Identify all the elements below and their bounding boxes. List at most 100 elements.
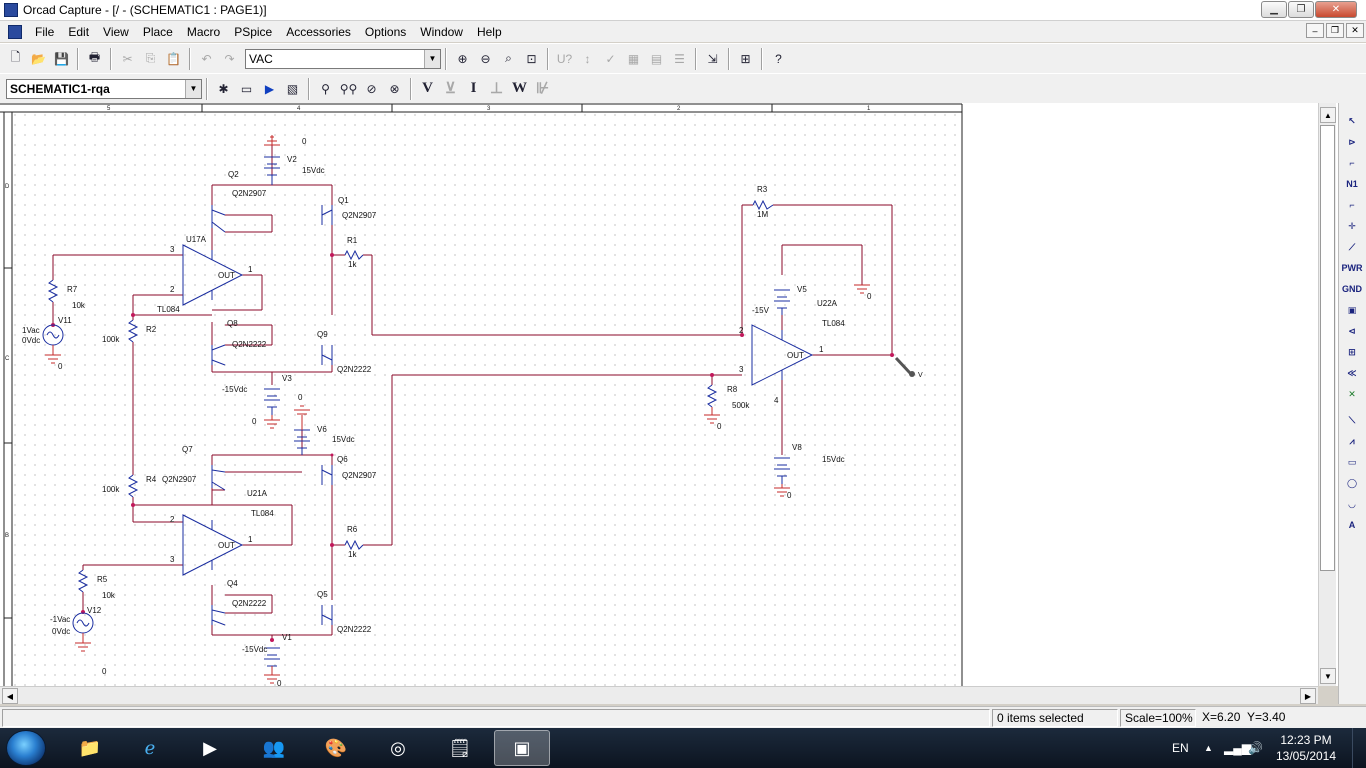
- place-wire-icon[interactable]: ⌐: [1349, 158, 1355, 168]
- sticky-notes-icon[interactable]: 🗒: [448, 737, 472, 758]
- schematic-canvas[interactable]: 5 4 3 2 1 D C B: [0, 103, 1338, 686]
- chevron-down-icon[interactable]: ▼: [424, 49, 440, 68]
- scroll-down-icon[interactable]: ▼: [1320, 668, 1336, 684]
- paste-icon[interactable]: 📋: [166, 51, 181, 66]
- menu-macro[interactable]: Macro: [186, 24, 221, 39]
- restore-button[interactable]: ❐: [1288, 1, 1314, 18]
- menu-edit[interactable]: Edit: [68, 24, 90, 39]
- system-clock[interactable]: 12:23 PM 13/05/2014: [1274, 732, 1338, 764]
- project-manager-icon[interactable]: ⊞: [740, 51, 751, 66]
- zoom-area-icon[interactable]: ⌕: [505, 51, 512, 65]
- copy-icon[interactable]: ⎘: [145, 51, 156, 65]
- place-no-connect-icon[interactable]: ✕: [1348, 388, 1356, 399]
- network-signal-icon[interactable]: ▂▄▆: [1224, 741, 1251, 755]
- menu-accessories[interactable]: Accessories: [286, 24, 351, 39]
- toggle-voltage-display-icon[interactable]: ⊻: [445, 81, 456, 97]
- edit-simulation-settings-icon[interactable]: ▭: [240, 81, 253, 96]
- document-icon[interactable]: [8, 24, 22, 39]
- language-indicator[interactable]: EN: [1172, 741, 1189, 755]
- close-button[interactable]: ✕: [1315, 1, 1357, 18]
- place-power-icon[interactable]: PWR: [1341, 263, 1363, 273]
- place-pin-icon[interactable]: ⊞: [1348, 346, 1356, 357]
- start-button[interactable]: [6, 730, 46, 766]
- new-simulation-profile-icon[interactable]: ✱: [218, 81, 229, 96]
- annotate-icon[interactable]: U?: [556, 51, 573, 66]
- media-player-icon[interactable]: ▶: [203, 737, 217, 758]
- doc-restore-button[interactable]: ❐: [1326, 23, 1344, 38]
- new-file-icon[interactable]: 🗋: [10, 50, 21, 64]
- menu-view[interactable]: View: [103, 24, 129, 39]
- place-ground-icon[interactable]: GND: [1342, 284, 1362, 294]
- toggle-power-display-icon[interactable]: ⊮: [535, 81, 550, 97]
- simulation-profile-combo[interactable]: SCHEMATIC1-rqa ▼: [6, 78, 202, 99]
- voltage-probe-marker[interactable]: [894, 356, 915, 377]
- place-junction-icon[interactable]: ✛: [1348, 220, 1356, 231]
- part-name-combo[interactable]: VAC ▼: [245, 48, 441, 69]
- place-polyline-icon[interactable]: ⩘: [1349, 435, 1355, 446]
- place-arc-icon[interactable]: ◡: [1348, 498, 1356, 509]
- orcad-app-icon[interactable]: [4, 3, 18, 17]
- menu-pspice[interactable]: PSpice: [234, 24, 273, 39]
- menu-window[interactable]: Window: [420, 24, 463, 39]
- drc-icon[interactable]: ✓: [605, 51, 616, 66]
- place-net-alias-icon[interactable]: N1: [1346, 179, 1358, 189]
- voltage-level-icon[interactable]: ⚲: [321, 81, 330, 96]
- select-tool-icon[interactable]: ↖: [1348, 115, 1356, 126]
- zoom-out-icon[interactable]: ⊖: [480, 51, 491, 66]
- menu-options[interactable]: Options: [364, 24, 407, 39]
- minimize-button[interactable]: ▁: [1261, 1, 1287, 18]
- vertical-scrollbar[interactable]: ▲ ▼: [1318, 103, 1336, 686]
- scroll-up-icon[interactable]: ▲: [1320, 107, 1336, 123]
- place-part-icon[interactable]: ⊳: [1348, 136, 1356, 147]
- save-icon[interactable]: 💾: [54, 51, 69, 66]
- place-ellipse-icon[interactable]: ◯: [1346, 477, 1358, 488]
- doc-minimize-button[interactable]: –: [1306, 23, 1324, 38]
- menu-help[interactable]: Help: [476, 24, 502, 39]
- chrome-icon[interactable]: ◎: [390, 737, 406, 758]
- zoom-in-icon[interactable]: ⊕: [457, 51, 468, 66]
- current-into-pin-icon[interactable]: ⊘: [366, 81, 377, 96]
- print-icon[interactable]: 🖶: [88, 50, 101, 64]
- internet-explorer-icon[interactable]: ℯ: [144, 737, 156, 758]
- messenger-icon[interactable]: 👥: [262, 737, 286, 758]
- place-off-page-connector-icon[interactable]: ≪: [1347, 367, 1357, 378]
- undo-icon[interactable]: ↶: [201, 51, 212, 66]
- show-desktop-button[interactable]: [1352, 728, 1366, 768]
- place-bus-icon[interactable]: ⌐: [1349, 200, 1355, 210]
- toggle-current-display-icon[interactable]: ⊥: [489, 81, 504, 97]
- power-dissipation-icon[interactable]: ⊗: [389, 81, 400, 96]
- vertical-scroll-thumb[interactable]: [1320, 125, 1335, 571]
- orcad-capture-taskbar-icon[interactable]: ▣: [494, 730, 550, 766]
- netlist-icon[interactable]: ▦: [627, 51, 640, 66]
- place-hierarchical-block-icon[interactable]: ▣: [1347, 304, 1357, 315]
- menu-file[interactable]: File: [35, 24, 55, 39]
- place-line-icon[interactable]: ⟍: [1348, 414, 1356, 425]
- place-port-icon[interactable]: ⊲: [1348, 325, 1356, 336]
- horizontal-scrollbar[interactable]: ◀ ▶: [0, 686, 1318, 704]
- cut-icon[interactable]: ✂: [122, 51, 133, 66]
- place-rectangle-icon[interactable]: ▭: [1347, 456, 1357, 467]
- place-text-icon[interactable]: A: [1348, 520, 1356, 530]
- view-simulation-results-icon[interactable]: ▧: [286, 81, 299, 96]
- volume-icon[interactable]: 🔊: [1248, 741, 1263, 755]
- cross-reference-icon[interactable]: ▤: [650, 51, 663, 66]
- open-folder-icon[interactable]: 📂: [31, 51, 46, 66]
- place-bus-entry-icon[interactable]: ⟋: [1348, 241, 1356, 252]
- enable-bias-current-button[interactable]: I: [470, 80, 477, 96]
- chevron-down-icon[interactable]: ▼: [185, 79, 201, 98]
- bill-of-materials-icon[interactable]: ☰: [674, 51, 685, 66]
- scroll-right-icon[interactable]: ▶: [1300, 688, 1316, 704]
- file-explorer-icon[interactable]: 📁: [78, 737, 102, 758]
- scroll-left-icon[interactable]: ◀: [2, 688, 18, 704]
- help-icon[interactable]: ?: [775, 51, 782, 66]
- show-hidden-icons-icon[interactable]: ▲: [1204, 743, 1213, 753]
- back-annotate-icon[interactable]: ↕: [584, 51, 591, 66]
- paint-app-icon[interactable]: 🎨: [324, 737, 348, 758]
- menu-place[interactable]: Place: [142, 24, 173, 39]
- zoom-all-icon[interactable]: ⊡: [526, 51, 537, 66]
- snap-to-grid-icon[interactable]: ⇲: [707, 51, 718, 66]
- redo-icon[interactable]: ↷: [224, 51, 235, 66]
- doc-close-button[interactable]: ✕: [1346, 23, 1364, 38]
- enable-bias-power-button[interactable]: W: [512, 80, 527, 96]
- enable-bias-voltage-button[interactable]: V: [422, 80, 433, 96]
